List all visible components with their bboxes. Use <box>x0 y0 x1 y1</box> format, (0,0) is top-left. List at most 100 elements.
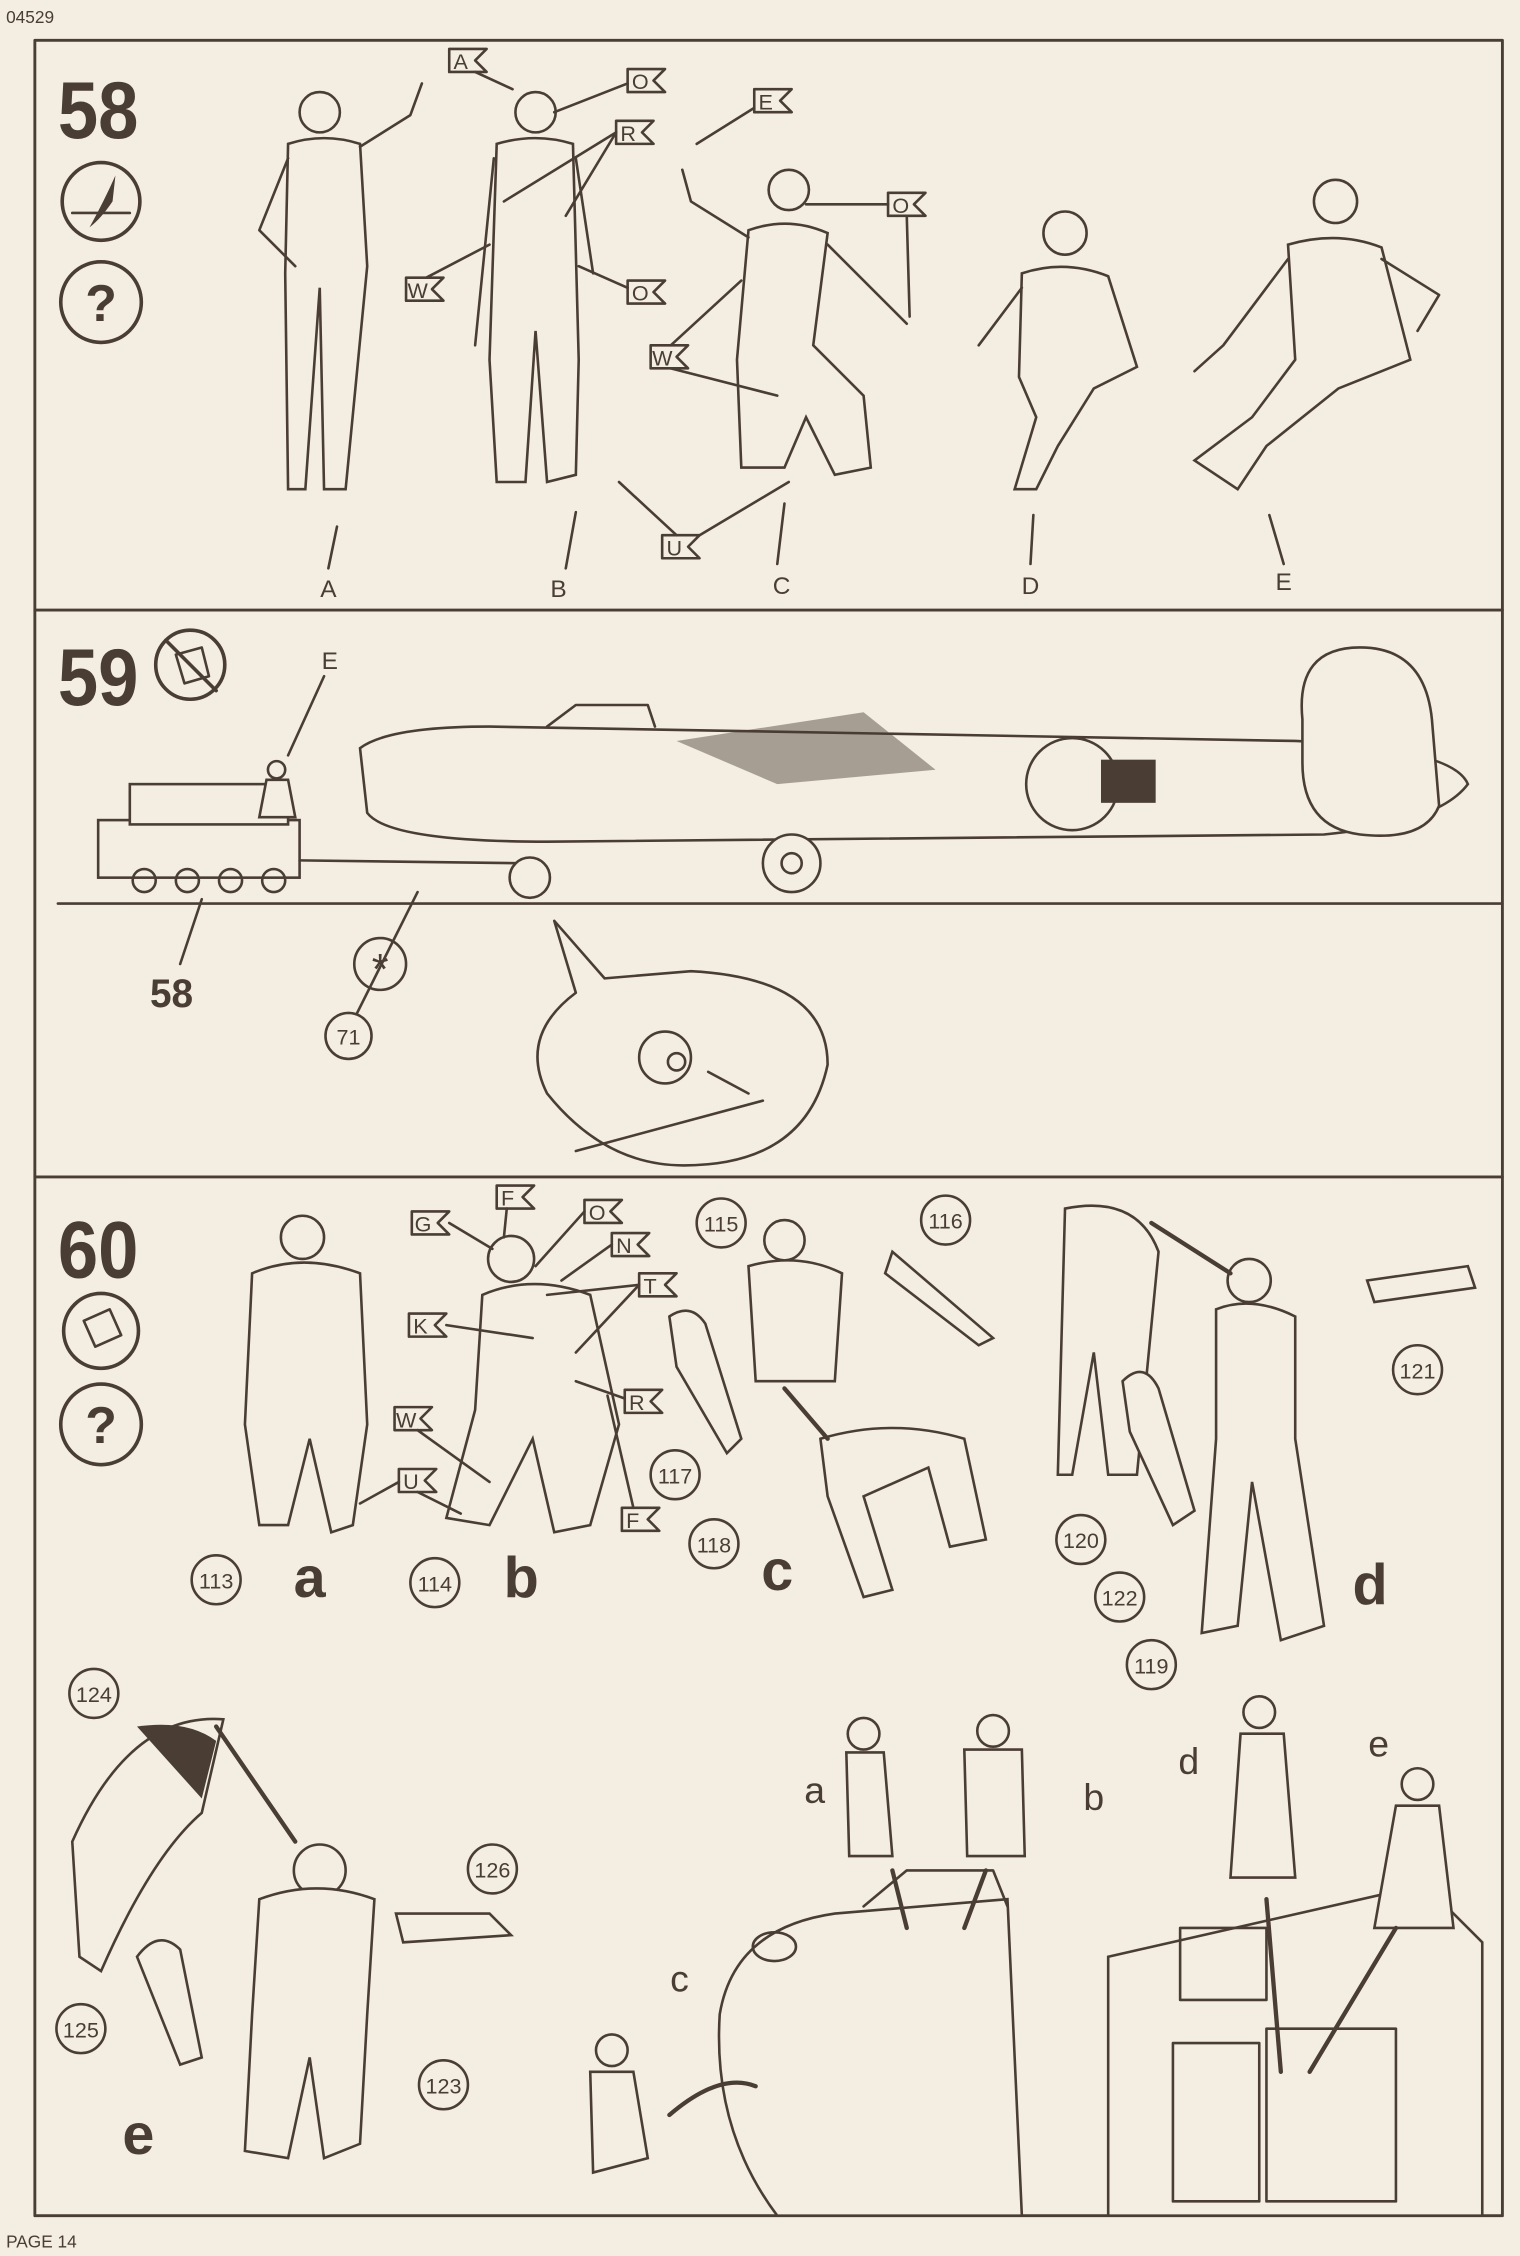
tractor-figure-label: E <box>322 648 338 675</box>
svg-text:A: A <box>454 49 469 74</box>
figure-label-a: A <box>320 576 337 603</box>
placement-label-c: c <box>670 1957 689 1999</box>
svg-text:117: 117 <box>658 1463 692 1488</box>
svg-text:O: O <box>589 1200 606 1225</box>
flag-label-k: K <box>407 1312 534 1340</box>
figure-label-c: C <box>773 573 791 600</box>
part-callout-121: 121 <box>1391 1343 1444 1396</box>
svg-text:?: ? <box>85 1396 117 1454</box>
svg-text:120: 120 <box>1063 1528 1099 1553</box>
svg-text:U: U <box>403 1469 419 1494</box>
figure-label-a: a <box>294 1546 327 1610</box>
figure-label-b: B <box>550 576 566 603</box>
flag-label-f: F <box>495 1184 536 1239</box>
figure-c-parts <box>667 1218 996 1599</box>
svg-text:122: 122 <box>1102 1586 1138 1611</box>
tractor <box>96 759 301 894</box>
flag-label-a: A <box>447 47 514 91</box>
part-callout-116: 116 <box>919 1194 972 1246</box>
svg-text:124: 124 <box>76 1682 112 1707</box>
svg-text:71: 71 <box>337 1025 361 1050</box>
figure-b-seated <box>444 1234 621 1534</box>
svg-text:O: O <box>632 69 649 94</box>
flag-label-r: R <box>502 119 655 218</box>
flag-label-u: U <box>617 480 791 560</box>
svg-text:118: 118 <box>697 1532 731 1557</box>
tow-bar <box>298 859 527 865</box>
figure-b <box>473 90 595 570</box>
figure-a-seated <box>243 1214 369 1534</box>
step-number: 59 <box>58 633 139 723</box>
svg-text:121: 121 <box>1400 1358 1436 1383</box>
no-glue-icon <box>153 628 227 702</box>
svg-text:T: T <box>643 1273 656 1298</box>
outer-frame <box>33 38 1504 2218</box>
flag-label-t: T <box>545 1272 678 1354</box>
b24-bomber <box>358 646 1470 900</box>
svg-text:126: 126 <box>474 1858 510 1883</box>
svg-text:114: 114 <box>418 1571 452 1596</box>
fuselage-interior-placement <box>1106 1695 1484 2218</box>
part-callout-120: 120 <box>1055 1513 1107 1566</box>
part-callout-124: 124 <box>68 1667 120 1720</box>
svg-text:116: 116 <box>928 1209 962 1234</box>
part-callout-114: 114 <box>409 1556 461 1609</box>
detail-callout-bubble <box>536 919 829 1167</box>
flag-label-r: R <box>574 1379 664 1415</box>
step-number: 60 <box>58 1206 139 1296</box>
flag-label-u: U <box>358 1467 463 1515</box>
placement-label-b: b <box>1083 1776 1104 1818</box>
part-callout-125: 125 <box>55 2002 107 2055</box>
flag-label-o: O <box>577 264 667 306</box>
tractor-part-number: 58 <box>150 971 193 1016</box>
part-callout-117: 117 <box>649 1448 701 1501</box>
flag-label-e: E <box>695 87 793 146</box>
svg-text:O: O <box>892 193 909 218</box>
flag-label-w: W <box>404 243 491 303</box>
placement-label-a: a <box>804 1769 825 1811</box>
step-59: 59 E 58 * <box>56 628 1504 1167</box>
step-60: 60 ? <box>55 1184 1484 2218</box>
step-number: 58 <box>58 66 139 156</box>
svg-text:?: ? <box>85 274 117 332</box>
figure-label-d: d <box>1352 1553 1387 1617</box>
placement-label-e: e <box>1368 1723 1389 1765</box>
flag-label-g: G <box>410 1210 494 1251</box>
flag-label-n: N <box>560 1231 651 1282</box>
svg-text:O: O <box>632 281 649 306</box>
part-callout-123: 123 <box>417 2059 470 2111</box>
part-callout-126: 126 <box>466 1843 519 1895</box>
svg-text:E: E <box>759 89 773 114</box>
figure-d <box>977 210 1139 566</box>
svg-text:U: U <box>666 535 682 560</box>
flag-label-o: O <box>552 67 667 114</box>
sheet-code: 04529 <box>6 7 54 27</box>
placement-label-d: d <box>1178 1740 1199 1782</box>
flag-label-w: W <box>393 1405 491 1484</box>
question-icon: ? <box>58 260 144 345</box>
figure-d-parts <box>1056 1204 1477 1642</box>
svg-text:W: W <box>652 345 673 370</box>
part-callout-71: 71 <box>324 890 419 1061</box>
svg-text:W: W <box>396 1407 417 1432</box>
svg-text:N: N <box>616 1233 632 1258</box>
figure-label-e: E <box>1276 569 1292 596</box>
svg-text:R: R <box>629 1390 645 1415</box>
figure-a <box>258 82 424 570</box>
part-callout-113: 113 <box>190 1554 242 1606</box>
svg-text:K: K <box>413 1314 428 1339</box>
figure-c <box>681 168 909 566</box>
page-number: PAGE 14 <box>6 2231 77 2251</box>
svg-text:123: 123 <box>425 2073 461 2098</box>
part-callout-115: 115 <box>695 1197 747 1249</box>
svg-text:119: 119 <box>1134 1653 1168 1678</box>
figure-label-d: D <box>1022 573 1040 600</box>
figure-e <box>1192 178 1441 566</box>
part-callout-118: 118 <box>688 1518 740 1570</box>
part-callout-119: 119 <box>1125 1638 1178 1691</box>
svg-text:W: W <box>408 278 429 303</box>
figure-label-b: b <box>504 1546 539 1610</box>
nose-section-placement <box>588 1713 1027 2218</box>
question-icon: ? <box>58 1382 144 1467</box>
